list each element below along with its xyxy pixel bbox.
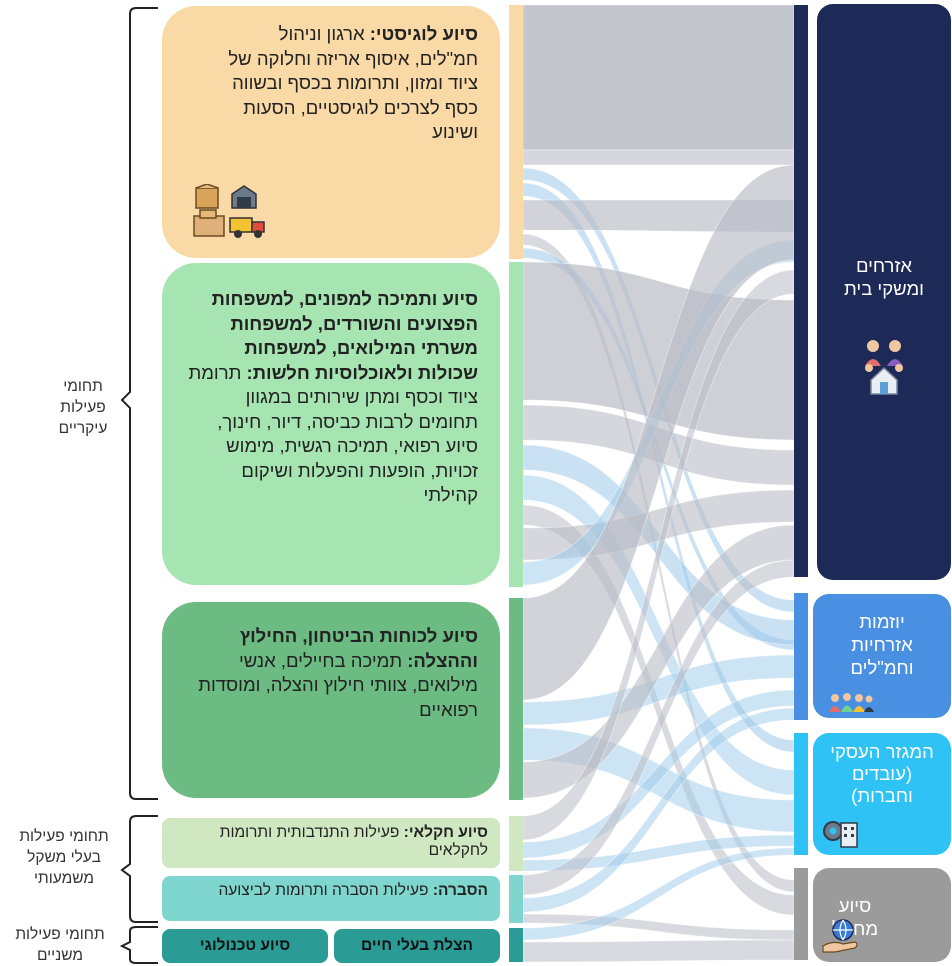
evacuees-body: תרומת ציוד וכסף ומתן שירותים במגוון תחומ…	[188, 361, 478, 506]
group-people-icon	[829, 693, 874, 712]
initiatives-label: יוזמות אזרחיות וחמ"לים	[850, 611, 914, 678]
tech-label: סיוע טכנולוגי	[199, 937, 291, 954]
globe-hand-icon	[822, 919, 858, 953]
side-label-secondary: תחומי פעילות משניים	[2, 924, 118, 966]
category-evacuees: סיוע ותמיכה למפונים, למשפחות הפצועים והש…	[162, 263, 500, 585]
node-strip-initiatives	[794, 593, 808, 720]
citizens-label: אזרחים ומשקי בית	[844, 255, 924, 299]
node-strip-abroad	[794, 868, 808, 960]
flow-ribbon	[522, 939, 795, 963]
category-logistics: סיוע לוגיסטי: ארגון וניהול חמ"לים, איסוף…	[162, 6, 500, 258]
security-title: סיוע לכוחות הביטחון, החילוץ וההצלה:	[239, 625, 478, 671]
sector-citizens: אזרחים ומשקי בית	[817, 4, 951, 580]
boxes-truck-warehouse-icon	[193, 184, 265, 238]
animals-label: הצלת בעלי חיים	[361, 937, 473, 954]
business-label: המגזר העסקי (עובדים וחברות)	[830, 741, 934, 806]
side-label-secondary-text: תחומי פעילות משניים	[15, 926, 105, 964]
logistics-title: סיוע לוגיסטי:	[369, 23, 478, 44]
side-label-main-text: תחומי פעילות עיקריים	[58, 378, 108, 437]
node-strip-evacuees	[509, 262, 523, 587]
flow-ribbon	[522, 149, 795, 166]
node-strip-small	[509, 928, 523, 962]
category-agriculture: סיוע חקלאי: פעילות התנדבותית ותרומות לחק…	[162, 818, 500, 868]
security-text: סיוע לכוחות הביטחון, החילוץ וההצלה: תמיכ…	[184, 624, 478, 722]
node-strip-security	[509, 598, 523, 800]
advocacy-body: פעילות הסברה ותרומות לביצועה	[218, 882, 429, 899]
flow-ribbon	[522, 4, 795, 151]
side-label-significant: תחומי פעילות בעלי משקל משמעותי	[14, 826, 114, 889]
node-strip-logistics	[509, 5, 523, 259]
evacuees-title: סיוע ותמיכה למפונים, למשפחות הפצועים והש…	[211, 288, 478, 383]
sector-business: המגזר העסקי (עובדים וחברות)	[813, 733, 951, 855]
node-strip-business	[794, 733, 808, 855]
security-body: תמיכה בחיילים, אנשי מילואים, צוותי חילוץ…	[198, 649, 478, 720]
node-strip-advocacy	[509, 875, 523, 923]
agriculture-title: סיוע חקלאי:	[403, 824, 488, 841]
node-strip-agriculture	[509, 816, 523, 871]
sector-abroad: סיוע מחו"ל	[813, 868, 951, 962]
logistics-text: סיוע לוגיסטי: ארגון וניהול חמ"לים, איסוף…	[228, 22, 478, 145]
category-animals: הצלת בעלי חיים	[334, 929, 500, 963]
family-house-icon	[865, 340, 903, 395]
flow-ribbons	[522, 4, 795, 963]
advocacy-title: הסברה:	[432, 882, 488, 899]
category-tech: סיוע טכנולוגי	[162, 929, 328, 963]
logistics-body: ארגון וניהול חמ"לים, איסוף אריזה וחלוקה …	[228, 23, 478, 142]
evacuees-text: סיוע ותמיכה למפונים, למשפחות הפצועים והש…	[186, 287, 478, 508]
gear-building-icon	[823, 821, 858, 848]
category-advocacy: הסברה: פעילות הסברה ותרומות לביצועה	[162, 876, 500, 921]
node-strip-citizens	[794, 5, 808, 577]
side-label-significant-text: תחומי פעילות בעלי משקל משמעותי	[19, 828, 109, 887]
agriculture-body: פעילות התנדבותית ותרומות לחקלאים	[219, 824, 488, 859]
sector-initiatives: יוזמות אזרחיות וחמ"לים	[813, 594, 951, 718]
side-label-main: תחומי פעילות עיקריים	[46, 376, 120, 439]
category-security: סיוע לכוחות הביטחון, החילוץ וההצלה: תמיכ…	[162, 602, 500, 798]
